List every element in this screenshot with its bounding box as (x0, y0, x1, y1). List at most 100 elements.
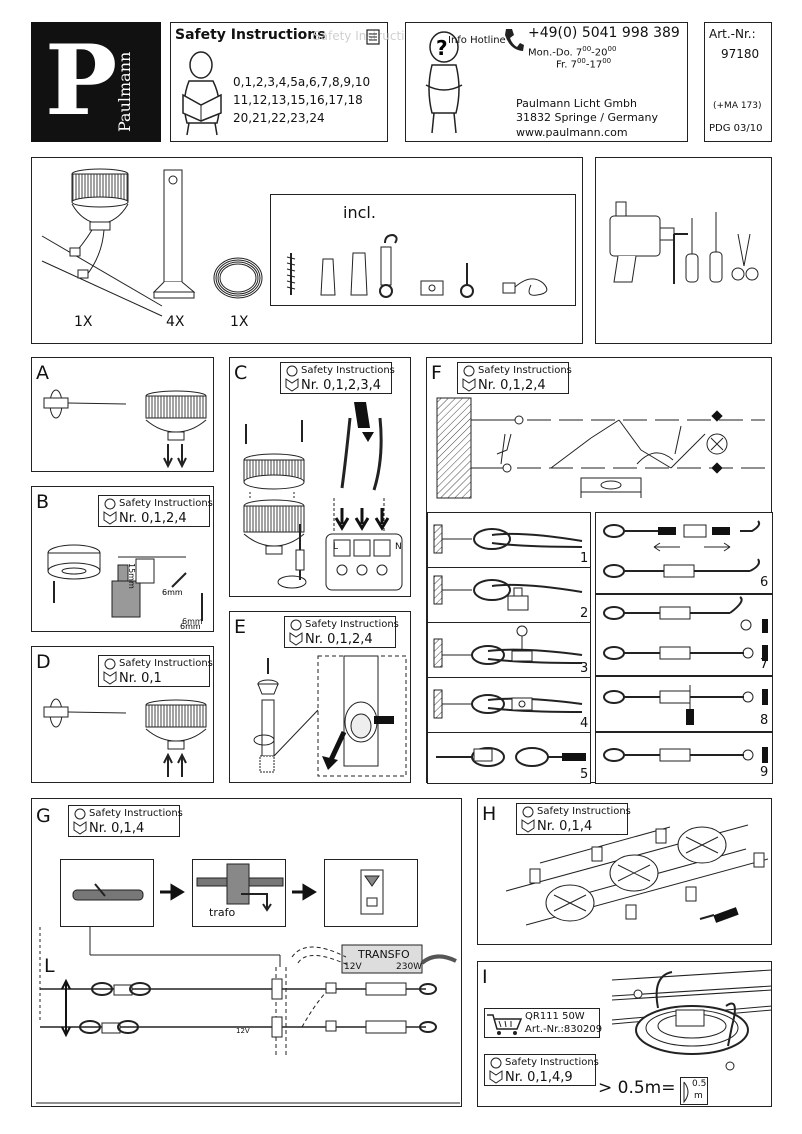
hours1-sup1: 00 (582, 45, 592, 53)
hours2-text: Fr. 7 (556, 59, 577, 71)
article-label: Art.-Nr.: (709, 27, 756, 41)
step-h-si-title: Safety Instructions (537, 806, 631, 817)
step-c-illustration (243, 402, 403, 591)
step-a-illustration (43, 389, 207, 469)
step-b-safety-box: Safety Instructions Nr. 0,1,2,4 (98, 495, 213, 527)
step-h-panel: H Safety Instructions Nr. 0,1,4 (477, 798, 772, 945)
tension-screwdriver-illustration (603, 685, 768, 725)
step-a-letter: A (36, 362, 49, 384)
hook-attach-illustration (603, 596, 768, 661)
hours2-mid: -17 (585, 59, 603, 71)
step-f-safety-box: Safety Instructions Nr. 0,1,2,4 (457, 362, 572, 394)
included-parts-illustration (286, 233, 548, 298)
tools-panel (595, 157, 772, 344)
arrow-right-icon (292, 883, 317, 901)
step-f-si-nr: Nr. 0,1,2,4 (478, 378, 546, 393)
safety-numbers-3: 20,21,22,23,24 (233, 111, 325, 125)
clamp-screw-illustration (433, 625, 583, 668)
step-c-n-label: N (395, 542, 402, 552)
brand-logo: P Paulmann (31, 22, 161, 142)
step-e-safety-box: Safety Instructions Nr. 0,1,2,4 (284, 616, 399, 648)
company-address: 31832 Springe / Germany (516, 111, 659, 124)
step-d-si-title: Safety Instructions (119, 658, 213, 669)
safety-numbers-2: 11,12,13,15,16,17,18 (233, 93, 363, 107)
step-c-si-title: Safety Instructions (301, 365, 395, 376)
step-d-safety-box: Safety Instructions Nr. 0,1 (98, 655, 213, 687)
step-f-sub-3-number: 3 (580, 661, 589, 676)
transfo-label: TRANSFO (358, 948, 410, 961)
step-b-mm15: 15mm (127, 563, 136, 589)
clamp-illustration (433, 575, 583, 611)
step-f-sub-8-number: 8 (760, 713, 769, 728)
trafo-clip-mounted-illustration (360, 869, 384, 915)
safety-header-box: Safety Instructions Safety Instructions … (170, 22, 426, 142)
step-f-sub-6-number: 6 (760, 575, 769, 590)
company-name: Paulmann Licht Gmbh (516, 97, 638, 110)
brand-initial: P (45, 24, 118, 137)
reading-figure-icon (489, 1057, 503, 1084)
hotline-hours1: Mon.-Do. 700-2000 (528, 45, 616, 58)
step-c-safety-box: Safety Instructions Nr. 0,1,2,3,4 (280, 362, 395, 394)
reading-figure-icon (285, 365, 299, 392)
step-g-si-title: Safety Instructions (89, 808, 183, 819)
step-f-sub-4-number: 4 (580, 716, 589, 731)
hours2-sup1: 00 (576, 57, 586, 65)
reading-figure-icon (103, 498, 117, 525)
shopping-cart-icon (487, 1014, 523, 1035)
step-g-letter: G (36, 805, 51, 827)
qty-standoff: 4X (166, 314, 185, 330)
step-i-letter: I (482, 966, 488, 988)
hours1-text: Mon.-Do. 7 (528, 47, 583, 59)
step-f-sub-6: 6 (595, 512, 773, 594)
distance-box-unit: m (694, 1091, 703, 1101)
qty-wire: 1X (230, 314, 249, 330)
distance-box: 0.5 m (680, 1077, 708, 1105)
step-d-si-nr: Nr. 0,1 (119, 671, 162, 686)
step-e-illustration (253, 655, 407, 777)
lamp-article: Art.-Nr.:830209 (525, 1024, 603, 1035)
step-f-sub-4: 4 (427, 677, 591, 733)
hours2-sup2: 00 (602, 57, 612, 65)
clamp-tight-illustration (433, 689, 583, 719)
step-g-l-label: L (44, 955, 55, 977)
step-f-panel: F Safety Instructions Nr. 0,1,2,4 (426, 357, 773, 784)
step-g-panel: G Safety Instructions Nr. 0,1,4 trafo (31, 798, 462, 1107)
step-f-si-title: Safety Instructions (478, 365, 572, 376)
tensioner-illustration (603, 520, 761, 578)
company-web[interactable]: www.paulmann.com (516, 126, 628, 139)
step-b-si-title: Safety Instructions (119, 498, 213, 509)
included-parts-box: incl. (270, 194, 576, 306)
step-g-detail-1 (60, 859, 154, 927)
wire-connector-illustration (72, 883, 144, 901)
step-f-sub-9-number: 9 (760, 765, 769, 780)
trafo-clip-illustration (196, 863, 284, 912)
trafo-label: trafo (209, 906, 236, 919)
article-number: 97180 (721, 47, 760, 61)
wire-cut-illustration (436, 747, 586, 767)
step-i-safety-box: Safety Instructions Nr. 0,1,4,9 (484, 1054, 599, 1086)
svg-text:?: ? (436, 36, 448, 60)
step-f-sub-2-number: 2 (580, 606, 589, 621)
wire-12v-label: 12V (236, 1027, 250, 1035)
step-f-sub-9: 9 (595, 732, 773, 784)
hotline-label: Info Hotline (448, 35, 506, 46)
book-icon (366, 29, 380, 45)
qty-lamp: 1X (74, 314, 93, 330)
step-b-illustration: 6mm 6mm (47, 544, 203, 631)
step-d-panel: D Safety Instructions Nr. 0,1 (31, 646, 214, 783)
step-i-illustration (611, 969, 773, 1071)
lamp-distance-icon (683, 1081, 689, 1104)
hotline-phone: +49(0) 5041 998 389 (528, 25, 680, 41)
reading-figure-icon (462, 365, 476, 392)
reading-figure-icon (73, 808, 87, 835)
step-f-sub-1-number: 1 (580, 551, 589, 566)
step-f-sub-5-number: 5 (580, 767, 589, 782)
step-b-letter: B (36, 491, 50, 513)
step-i-si-title: Safety Instructions (505, 1057, 599, 1068)
hours1-sup2: 00 (607, 45, 617, 53)
step-f-sub-3: 3 (427, 622, 591, 678)
step-c-l-label: L (333, 542, 339, 552)
svg-text:6mm: 6mm (180, 622, 201, 631)
reading-figure-icon (103, 658, 117, 685)
safety-numbers-1: 0,1,2,3,4,5a,6,7,8,9,10 (233, 75, 371, 89)
